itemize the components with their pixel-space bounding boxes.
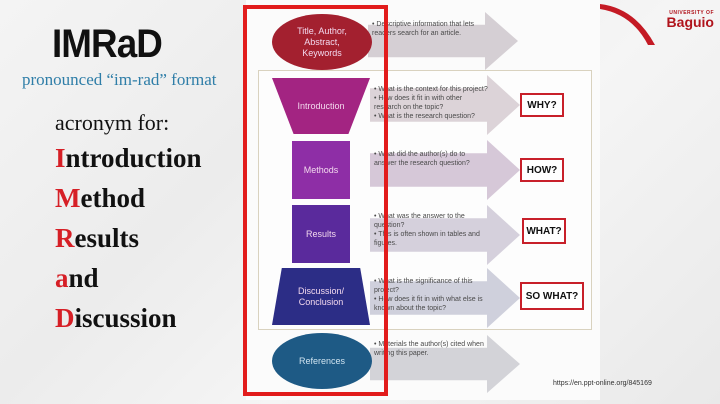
references-ellipse: References — [272, 333, 372, 389]
logo-name: Baguio — [666, 14, 714, 30]
title-ellipse: Title, Author, Abstract, Keywords — [272, 14, 372, 70]
acronym-item-introduction: Introduction — [55, 143, 202, 173]
results-box: Results — [292, 205, 350, 263]
left-panel: IMRaD pronounced “im-rad” format acronym… — [0, 0, 240, 404]
logo-subtitle: UNIVERSITY OF — [669, 10, 714, 16]
question-what: WHAT? — [522, 218, 566, 244]
question-why: WHY? — [520, 93, 564, 117]
logo-swoosh-icon — [600, 4, 655, 45]
question-so-what: SO WHAT? — [520, 282, 584, 310]
acronym-item-and: and — [55, 263, 99, 293]
source-url: https://en.ppt-online.org/845169 — [553, 380, 652, 387]
university-logo: UNIVERSITY OF Baguio — [667, 10, 714, 29]
acronym-item-discussion: Discussion — [55, 303, 177, 333]
question-how: HOW? — [520, 158, 564, 182]
highlight-box — [243, 5, 388, 396]
page-title: IMRaD — [52, 22, 163, 66]
bullets-results: What was the answer to the question? Thi… — [374, 212, 489, 248]
pronunciation-subtitle: pronounced “im-rad” format — [22, 70, 217, 89]
bullets-title: Descriptive information that lets reader… — [372, 20, 482, 38]
acronym-item-method: Method — [55, 183, 145, 213]
bullets-discussion: What is the significance of this project… — [374, 277, 489, 313]
acronym-label: acronym for: — [55, 110, 170, 135]
bullets-introduction: What is the context for this project? Ho… — [374, 85, 489, 121]
bullets-methods: What did the author(s) do to answer the … — [374, 150, 484, 168]
discussion-trapezoid: Discussion/ Conclusion — [272, 268, 370, 325]
methods-box: Methods — [292, 141, 350, 199]
acronym-list: Introduction Method Results and Discussi… — [55, 138, 202, 338]
acronym-item-results: Results — [55, 223, 140, 253]
bullets-references: Materials the author(s) cited when writi… — [374, 340, 489, 358]
